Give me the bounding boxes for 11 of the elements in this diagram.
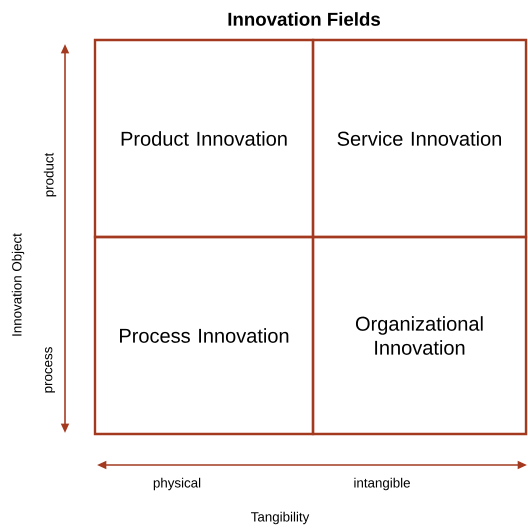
axis-title: Tangibility [251,512,310,524]
quadrant-box: Product Innovation [94,38,314,238]
axis-label: intangible [354,478,410,490]
axis-title: Innovation Object [12,233,24,336]
quadrant-box: Service Innovation [312,38,528,238]
axis-label: product [44,152,56,196]
quadrant-box: Organizational Innovation [312,236,528,436]
axis-label: process [45,347,55,392]
title: Innovation Fields [228,12,380,26]
axis-label: physical [154,478,200,490]
quadrant-box: Process Innovation [94,236,314,436]
